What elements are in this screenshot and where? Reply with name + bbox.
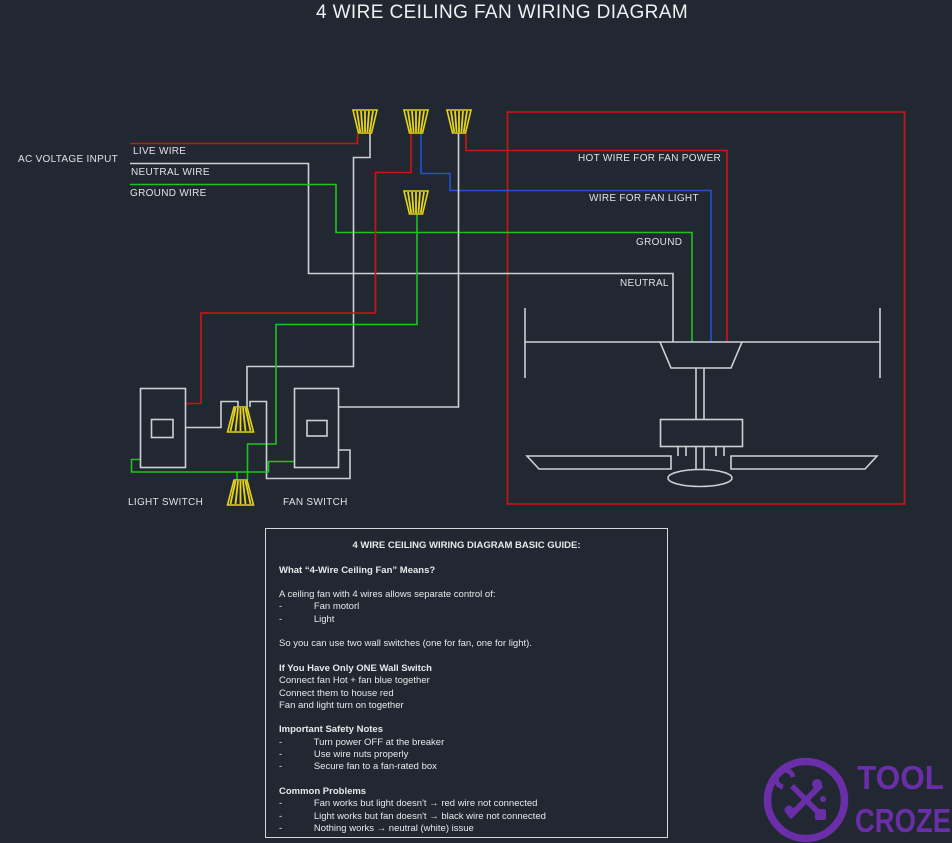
logo-text-croze: CROZE [855,802,951,839]
fan-switch-symbol [293,387,340,469]
light-switch-to-nut-line [185,400,239,429]
guide-gap [266,712,667,724]
toolcroze-logo: TOOL CROZE [763,757,951,843]
ground-label: GROUND [636,236,683,248]
wrench-head-icon [773,767,796,790]
guide-bullet: - Use wire nuts properly [279,749,409,761]
fan-switch-label: FAN SWITCH [283,496,348,508]
wire-nut-fan-circuit [445,109,473,134]
guide-bullet: - Fan motorl [279,601,360,613]
wrench-icon [790,784,821,815]
wire-nut-ground-splice [402,190,430,215]
neutral-label: NEUTRAL [620,277,669,289]
guide-heading: What “4-Wire Ceiling Fan” Means? [279,564,436,576]
guide-line: A ceiling fan with 4 wires allows separa… [279,589,496,601]
neutral-wire-line [130,162,674,342]
guide-bullet: - Light works but fan doesn't → black wi… [279,810,546,822]
fan-blade-bracket-left [677,446,687,456]
guide-line: Connect fan Hot + fan blue together [279,675,430,687]
light-switch-label: LIGHT SWITCH [128,496,204,508]
ground-wire-label: GROUND WIRE [130,187,207,199]
ground-branch-to-switches-line [246,214,418,480]
light-switch-symbol [139,387,187,469]
guide-bullet: - Fan works but light doesn't → red wire… [279,798,538,810]
fan-switch-body [293,387,340,469]
guide-gap [266,577,667,589]
neutral-wire-label: NEUTRAL WIRE [131,166,210,178]
guide-title: 4 WIRE CEILING WIRING DIAGRAM BASIC GUID… [352,540,581,551]
guide-heading: Common Problems [279,785,367,797]
gear-dot-icon [820,796,826,802]
screwdriver-handle-icon [815,809,826,820]
guide-line: So you can use two wall switches (one fo… [279,638,532,650]
gear-dot-icon [784,805,794,815]
guide-bullet: - Turn power OFF at the breaker [279,736,445,748]
fan-switch-toggle [306,419,328,437]
wire-nuts [226,109,473,506]
wire-nut-light-circuit [402,109,430,134]
gear-dot-icon [812,779,822,789]
guide-gap [266,774,667,786]
guide-gap [266,626,667,638]
ceiling-fan-symbol [524,308,881,488]
fan-switch-feed-line [339,133,460,408]
blue-fan-light-wire-line [420,133,712,342]
guide-heading: If You Have Only ONE Wall Switch [279,662,432,674]
guide-heading: Important Safety Notes [279,724,383,736]
wire-nut-live [351,109,379,134]
basic-guide-panel: 4 WIRE CEILING WIRING DIAGRAM BASIC GUID… [265,528,668,838]
nut-to-fan-switch-line [249,400,351,480]
fan-area-border [506,111,906,505]
wire-fan-light-label: WIRE FOR FAN LIGHT [589,193,699,204]
fan-blade-left [525,455,672,470]
switch-ground-line [130,458,295,473]
hot-fan-power-wire-line [465,133,728,342]
guide-bullet: - Secure fan to a fan-rated box [279,761,437,773]
red-switched-light-wire-line [185,133,412,405]
light-switch-body [139,387,187,469]
fan-light-globe [667,468,733,488]
guide-line: Connect them to house red [279,687,394,699]
live-wire-label: LIVE WIRE [133,146,187,157]
guide-gap [266,552,667,564]
page-title: 4 WIRE CEILING FAN WIRING DIAGRAM [315,2,689,23]
guide-gap [266,651,667,663]
ground-wire-line [130,183,693,342]
fan-blade-right [730,455,879,470]
logo-text-tool: TOOL [857,759,944,796]
live-wire-line [130,134,359,145]
ac-voltage-input-label: AC VOLTAGE INPUT [18,154,118,165]
toolcroze-logo-icon [763,757,849,843]
light-switch-toggle [150,418,174,439]
guide-bullet: - Nothing works → neutral (white) issue [279,822,474,834]
fan-canopy [658,341,744,369]
live-feed-to-switches-line [246,133,371,407]
fan-blade-bracket-right [715,446,725,456]
guide-bullet: - Light [279,613,335,625]
hot-fan-power-label: HOT WIRE FOR FAN POWER [578,152,722,164]
wire-nut-switch-ground [226,479,255,506]
wire-nut-switch-feed [226,406,255,433]
guide-line: Fan and light turn on together [279,699,404,711]
fan-motor-housing [659,418,744,448]
